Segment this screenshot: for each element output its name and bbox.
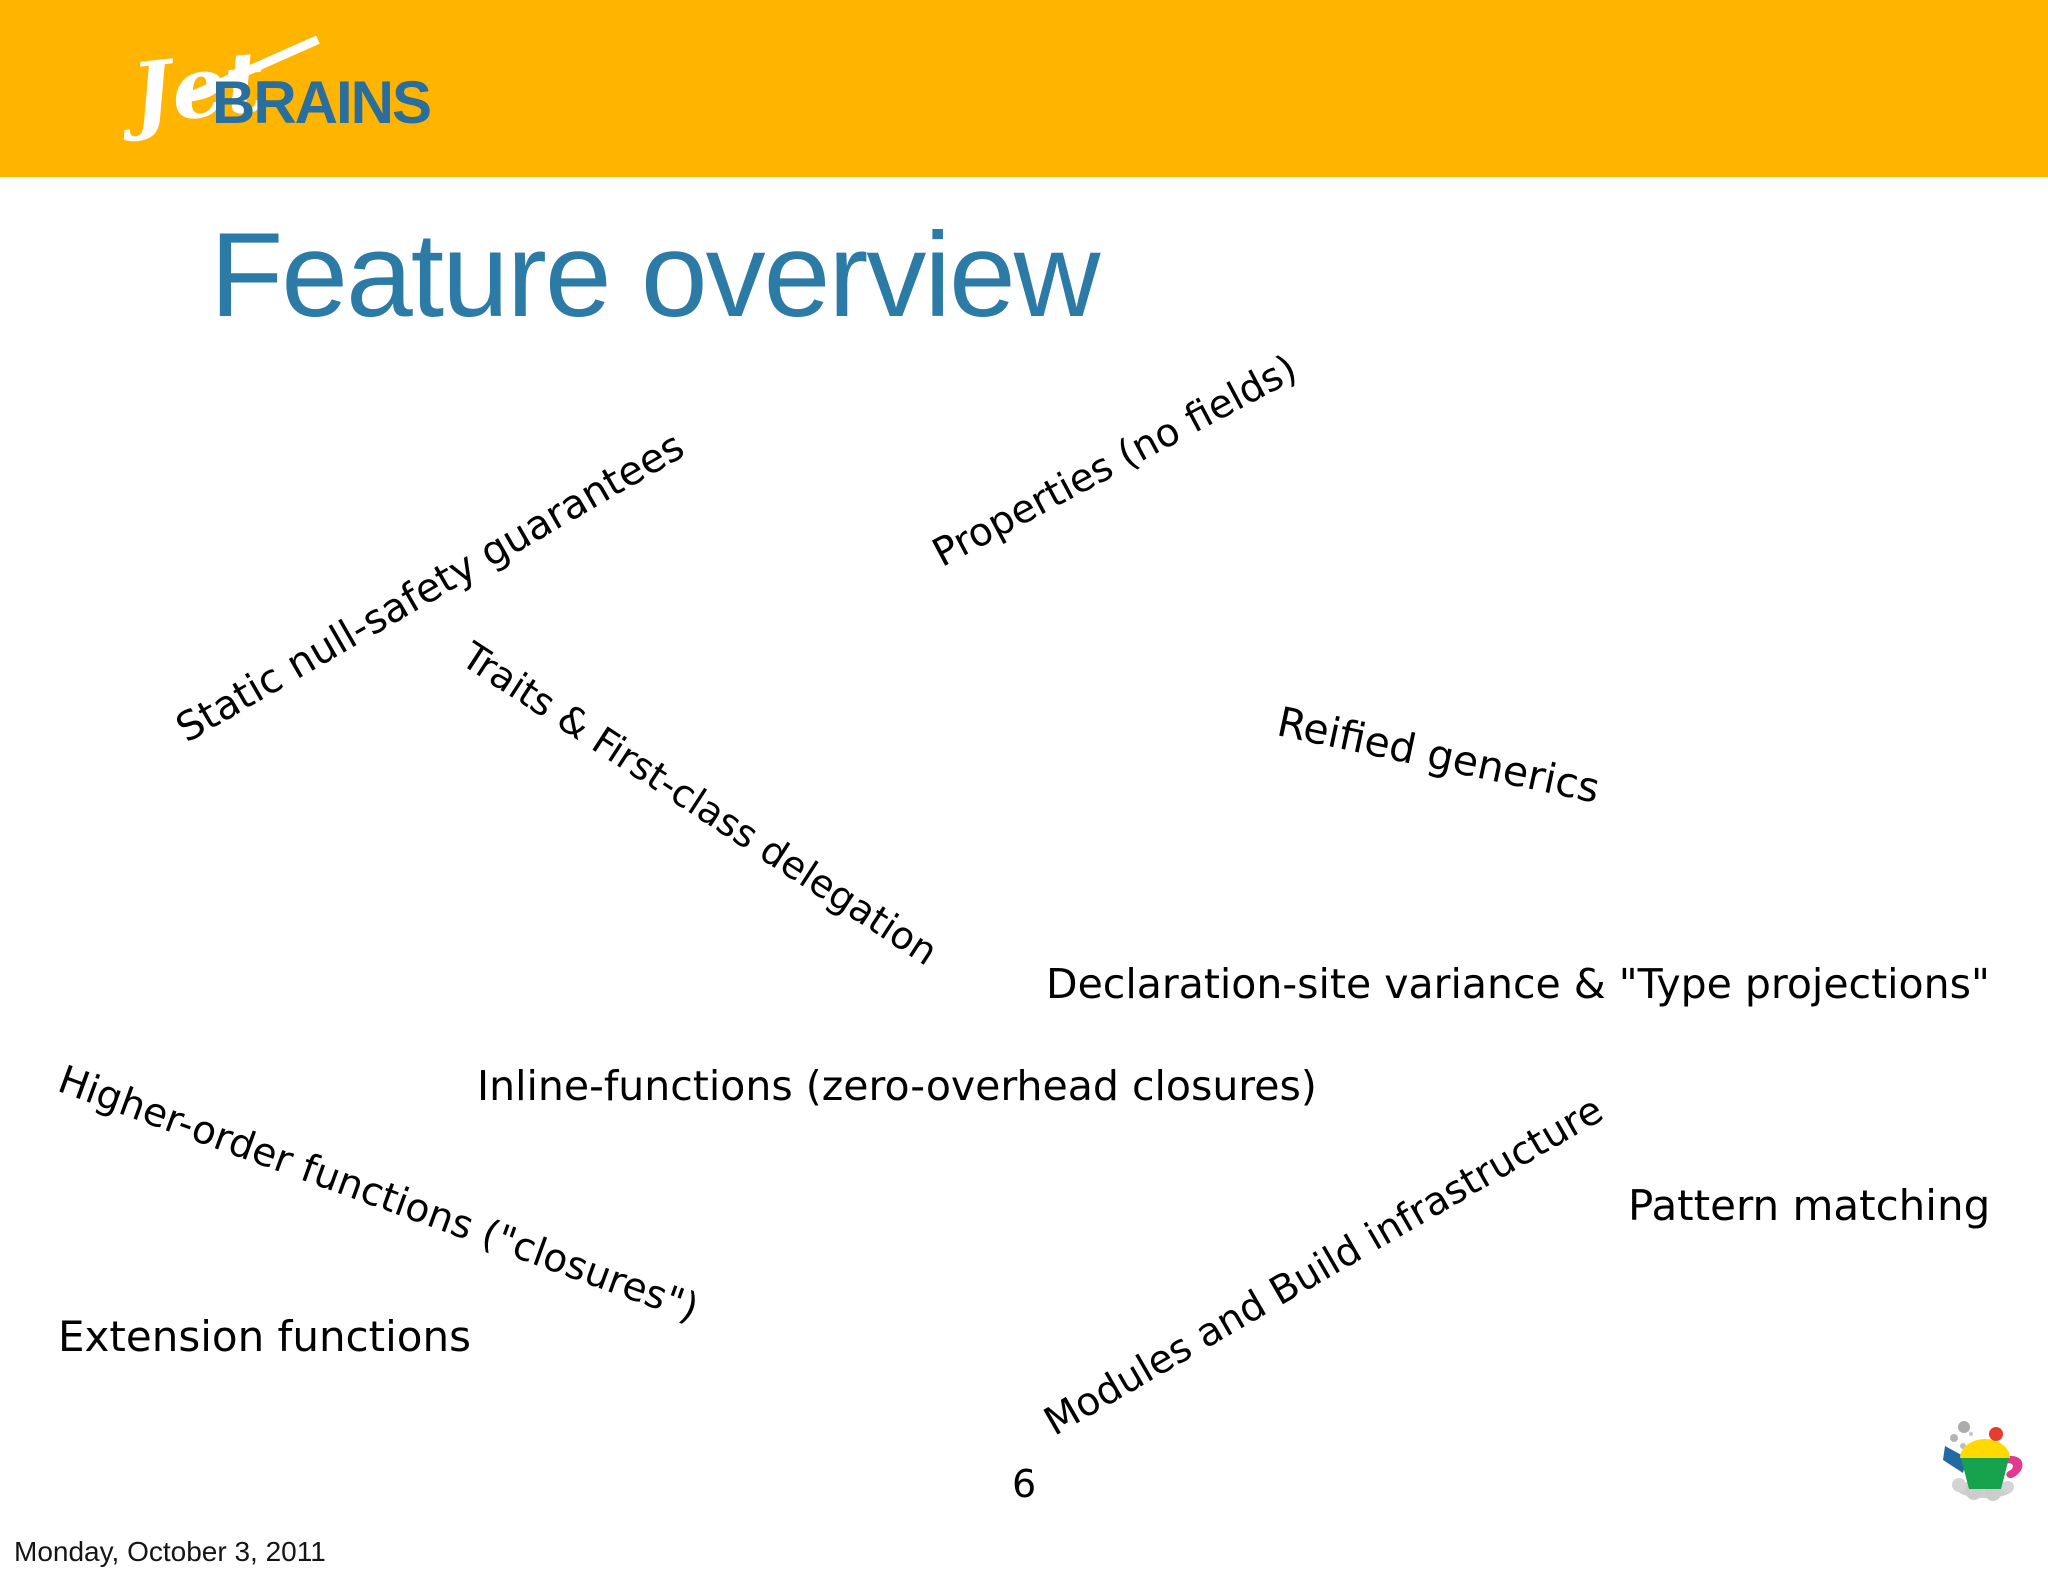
feature-label-traits-delegation: Traits & First-class delegation (454, 633, 946, 974)
feature-label-extension-functions: Extension functions (58, 1312, 471, 1361)
feature-label-inline-functions: Inline-functions (zero-overhead closures… (477, 1062, 1317, 1110)
page-number: 6 (1012, 1462, 1037, 1506)
feature-label-reified-generics: Reified generics (1273, 697, 1604, 813)
feature-label-properties-no-fields: Properties (no fields) (925, 346, 1305, 577)
feature-label-modules-build-infrastructure: Modules and Build infrastructure (1036, 1087, 1611, 1445)
jetbrains-logo-brains: BRAINS (212, 69, 432, 136)
header-band: Jet BRAINS (0, 0, 2048, 177)
jetbrains-logo: Jet BRAINS (127, 31, 472, 156)
slide-title: Feature overview (210, 208, 1100, 342)
feature-label-pattern-matching: Pattern matching (1628, 1181, 1991, 1230)
feature-label-static-null-safety: Static null-safety guarantees (168, 423, 692, 752)
footer-date: Monday, October 3, 2011 (14, 1536, 326, 1567)
feature-label-declaration-site-variance: Declaration-site variance & "Type projec… (1046, 960, 1990, 1008)
teapot-logo-icon (1943, 1421, 2023, 1501)
